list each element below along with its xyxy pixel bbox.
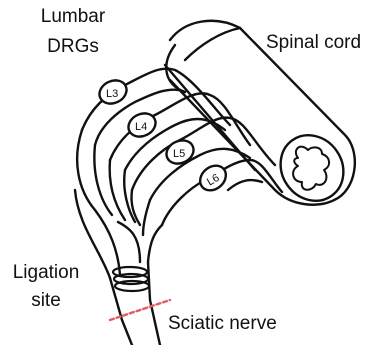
- ligation-site-label: Ligation site: [4, 262, 88, 312]
- ganglion-l6: L6: [195, 161, 231, 196]
- ligation-site-line2: site: [4, 290, 88, 312]
- lumbar-drgs-label: Lumbar DRGs: [30, 6, 116, 58]
- nerve-roots: [75, 65, 282, 345]
- ganglion-label-l5: L5: [173, 148, 185, 160]
- lumbar-drgs-line1: Lumbar: [30, 6, 116, 28]
- sciatic-nerve-label: Sciatic nerve: [168, 313, 277, 335]
- ganglion-label-l3: L3: [106, 88, 118, 100]
- spinal-cord-label: Spinal cord: [266, 32, 361, 54]
- ligation-site-line1: Ligation: [4, 262, 88, 284]
- ganglion-label-l4: L4: [135, 121, 147, 133]
- ganglion-l5: L5: [163, 136, 198, 168]
- lumbar-drgs-line2: DRGs: [30, 36, 116, 58]
